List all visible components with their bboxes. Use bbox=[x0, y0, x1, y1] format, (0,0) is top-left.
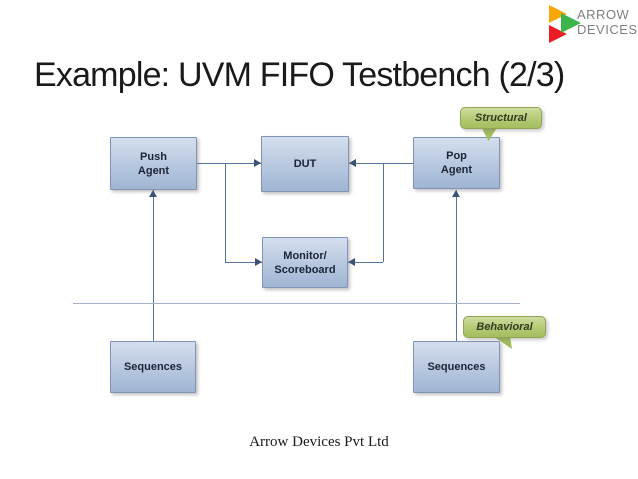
logo-text-line1: ARROW bbox=[577, 7, 630, 22]
monitor-label-line1: Monitor/ bbox=[283, 249, 327, 262]
pop-agent-label-line1: Pop bbox=[446, 150, 467, 162]
behavioral-callout: Behavioral bbox=[463, 316, 546, 338]
connector-push-branch-down bbox=[225, 163, 226, 262]
connector-push-to-dut bbox=[197, 163, 261, 164]
connector-sequences-to-push bbox=[153, 190, 154, 341]
arrowhead-into-monitor-left-icon bbox=[255, 258, 262, 266]
arrowhead-into-pop-bottom-icon bbox=[452, 190, 460, 197]
arrowhead-into-dut-right-icon bbox=[349, 159, 356, 167]
sequences-left-box: Sequences bbox=[110, 341, 196, 393]
logo-text-line2: DEVICES bbox=[577, 22, 638, 37]
connector-pop-branch-down bbox=[383, 163, 384, 262]
behavioral-callout-label: Behavioral bbox=[476, 321, 533, 333]
dut-label: DUT bbox=[293, 158, 317, 170]
sequences-right-box: Sequences bbox=[413, 341, 500, 393]
arrowhead-into-monitor-right-icon bbox=[348, 258, 355, 266]
pop-agent-box: Pop Agent bbox=[413, 137, 500, 189]
arrowhead-into-dut-left-icon bbox=[254, 159, 261, 167]
sequences-left-label: Sequences bbox=[123, 361, 183, 373]
push-agent-label-line2: Agent bbox=[137, 164, 170, 177]
monitor-scoreboard-box: Monitor/ Scoreboard bbox=[262, 237, 348, 288]
pop-agent-label-line2: Agent bbox=[440, 164, 473, 176]
structural-callout: Structural bbox=[460, 107, 542, 129]
push-agent-label-line1: Push bbox=[140, 150, 167, 163]
arrow-devices-logo: ARROW DEVICES bbox=[548, 4, 638, 46]
connector-pop-branch-to-monitor bbox=[348, 262, 383, 263]
slide-title: Example: UVM FIFO Testbench (2/3) bbox=[34, 56, 565, 94]
connector-sequences-to-pop bbox=[456, 190, 457, 341]
push-agent-box: Push Agent bbox=[110, 137, 197, 190]
connector-push-branch-to-monitor bbox=[225, 262, 262, 263]
monitor-label-line2: Scoreboard bbox=[274, 263, 336, 276]
logo-text: ARROW DEVICES bbox=[577, 7, 638, 37]
structural-callout-label: Structural bbox=[475, 112, 527, 124]
sequences-right-label: Sequences bbox=[427, 361, 486, 373]
connector-pop-to-dut bbox=[349, 163, 413, 164]
dut-box: DUT bbox=[261, 136, 349, 192]
structural-behavioral-divider-line bbox=[73, 303, 520, 304]
footer-company-name: Arrow Devices Pvt Ltd bbox=[249, 434, 389, 450]
arrowhead-into-push-bottom-icon bbox=[149, 190, 157, 197]
